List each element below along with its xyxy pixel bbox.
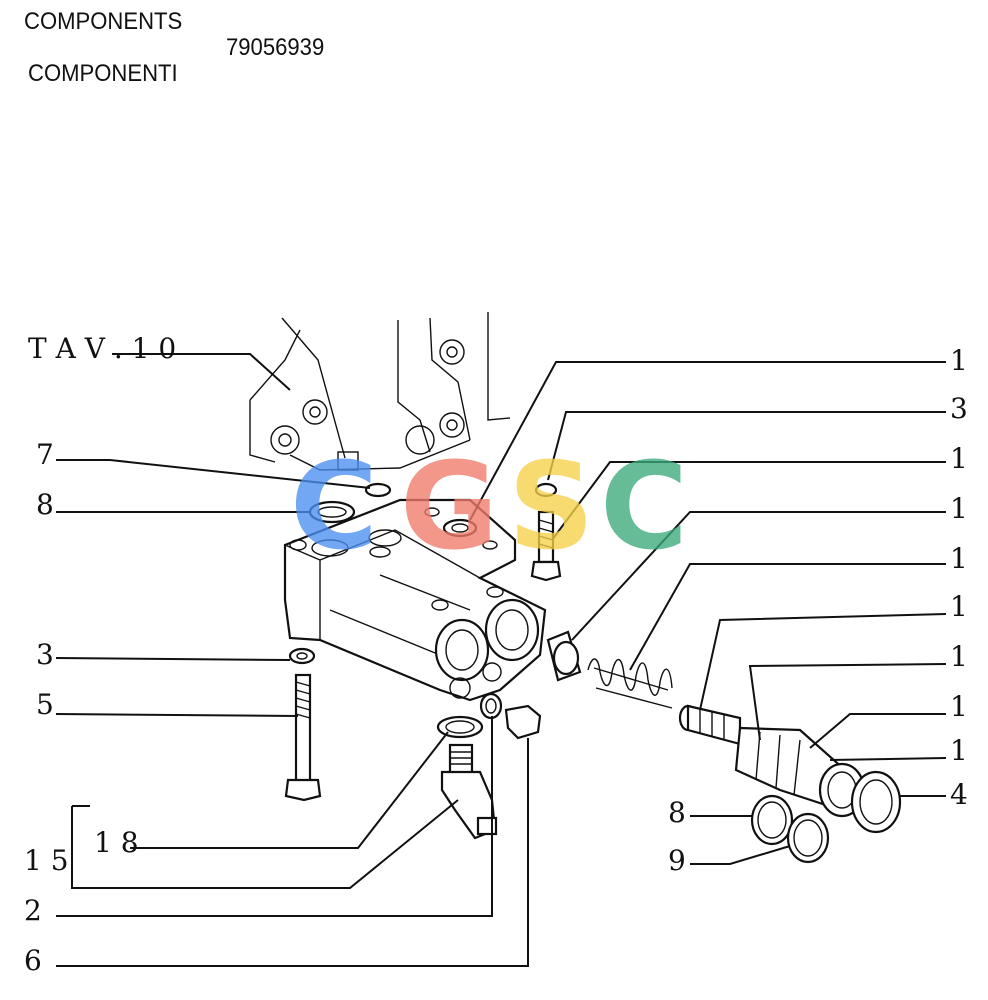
washer-3: [288, 647, 316, 665]
header-title-en: COMPONENTS: [24, 8, 183, 35]
watermark-letter-4: C: [600, 438, 688, 577]
header-part-number: 79056939: [226, 34, 325, 61]
seal-18: [436, 715, 484, 739]
callout-15: 1 5: [24, 844, 69, 877]
bolt-right: [530, 482, 562, 582]
callout-2: 2: [24, 894, 42, 927]
callout-3-left: 3: [36, 638, 54, 671]
leader-lines: [55, 353, 947, 967]
callout-6: 6: [24, 944, 42, 977]
callout-right-1c: 1: [950, 492, 968, 525]
watermark-logo: C G S C: [290, 438, 688, 577]
callout-right-9: 9: [668, 844, 686, 877]
callout-tav10: T A V . 1 0: [28, 332, 176, 365]
watermark-letter-3: S: [508, 438, 594, 577]
callout-5: 5: [36, 688, 54, 721]
callout-right-1d: 1: [950, 542, 968, 575]
elbow-fitting: [440, 743, 498, 840]
seal-10: [442, 518, 478, 538]
upper-housing-outline: [249, 312, 511, 471]
callout-right-1a: 1: [950, 344, 968, 377]
watermark-letter-2: G: [400, 438, 499, 577]
circlip-4: [850, 770, 902, 834]
oring-2: [479, 692, 503, 720]
callout-right-1g: 1: [950, 690, 968, 723]
valve-cap: [546, 630, 582, 682]
callout-7: 7: [36, 438, 54, 471]
header-title-it: COMPONENTI: [28, 60, 178, 87]
oring-7: [364, 482, 392, 498]
bolt-5: [284, 673, 322, 802]
callout-right-1h: 1: [950, 734, 968, 767]
callout-right-4: 4: [950, 778, 968, 811]
callout-right-1f: 1: [950, 640, 968, 673]
callout-right-8: 8: [668, 796, 686, 829]
plug-6: [504, 704, 542, 740]
callout-right-3: 3: [950, 392, 968, 425]
callout-right-1e: 1: [950, 590, 968, 623]
valve-body: [283, 498, 547, 702]
callout-right-1b: 1: [950, 442, 968, 475]
spool-assembly: [678, 704, 866, 818]
watermark-letter-1: C: [290, 438, 378, 577]
callout-18: 1 8: [94, 826, 139, 859]
spring: [587, 658, 673, 709]
callout-8-left: 8: [36, 488, 54, 521]
